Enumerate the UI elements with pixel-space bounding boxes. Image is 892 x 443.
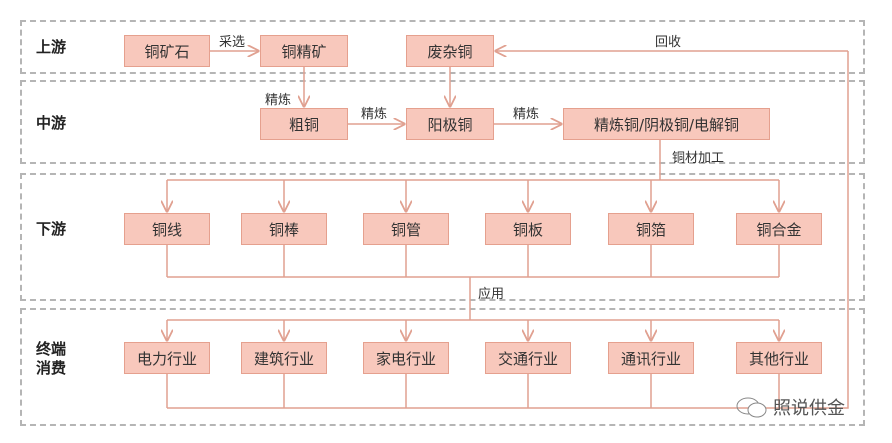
- node-downstream: 铜合金: [736, 213, 822, 245]
- edge-label-mining: 采选: [219, 35, 246, 50]
- node-terminal: 通讯行业: [608, 342, 694, 374]
- watermark: 照说供金: [735, 394, 845, 420]
- wechat-icon: [736, 397, 767, 418]
- node-scrap: 废杂铜: [406, 35, 494, 67]
- label-terminal-1: 终端: [36, 340, 67, 358]
- node-downstream: 铜箔: [608, 213, 694, 245]
- edge-label-application: 应用: [478, 287, 505, 302]
- node-downstream: 铜管: [363, 213, 449, 245]
- upstream-section: [20, 20, 865, 74]
- node-terminal: 建筑行业: [241, 342, 327, 374]
- node-terminal: 电力行业: [124, 342, 210, 374]
- node-downstream: 铜线: [124, 213, 210, 245]
- edge-label-smelt1: 精炼: [265, 93, 292, 108]
- node-ore: 铜矿石: [124, 35, 210, 67]
- midstream-section: [20, 80, 865, 164]
- edge-label-recycle: 回收: [655, 35, 682, 50]
- label-terminal: 终端消费: [36, 340, 66, 378]
- node-refined: 精炼铜/阴极铜/电解铜: [563, 108, 770, 140]
- watermark-text: 照说供金: [773, 398, 845, 419]
- label-terminal-2: 消费: [36, 359, 67, 377]
- node-terminal: 其他行业: [736, 342, 822, 374]
- label-downstream: 下游: [36, 220, 67, 238]
- node-downstream: 铜板: [485, 213, 571, 245]
- edge-label-processing: 铜材加工: [672, 151, 725, 166]
- label-midstream: 中游: [36, 114, 67, 132]
- edge-label-smelt2: 精炼: [361, 107, 388, 122]
- node-terminal: 交通行业: [485, 342, 571, 374]
- node-anode: 阳极铜: [406, 108, 494, 140]
- node-downstream: 铜棒: [241, 213, 327, 245]
- node-terminal: 家电行业: [363, 342, 449, 374]
- edge-label-smelt3: 精炼: [513, 107, 540, 122]
- label-upstream: 上游: [36, 38, 67, 56]
- terminal-section: [20, 308, 865, 426]
- node-concentrate: 铜精矿: [260, 35, 348, 67]
- node-blister: 粗铜: [260, 108, 348, 140]
- downstream-section: [20, 173, 865, 301]
